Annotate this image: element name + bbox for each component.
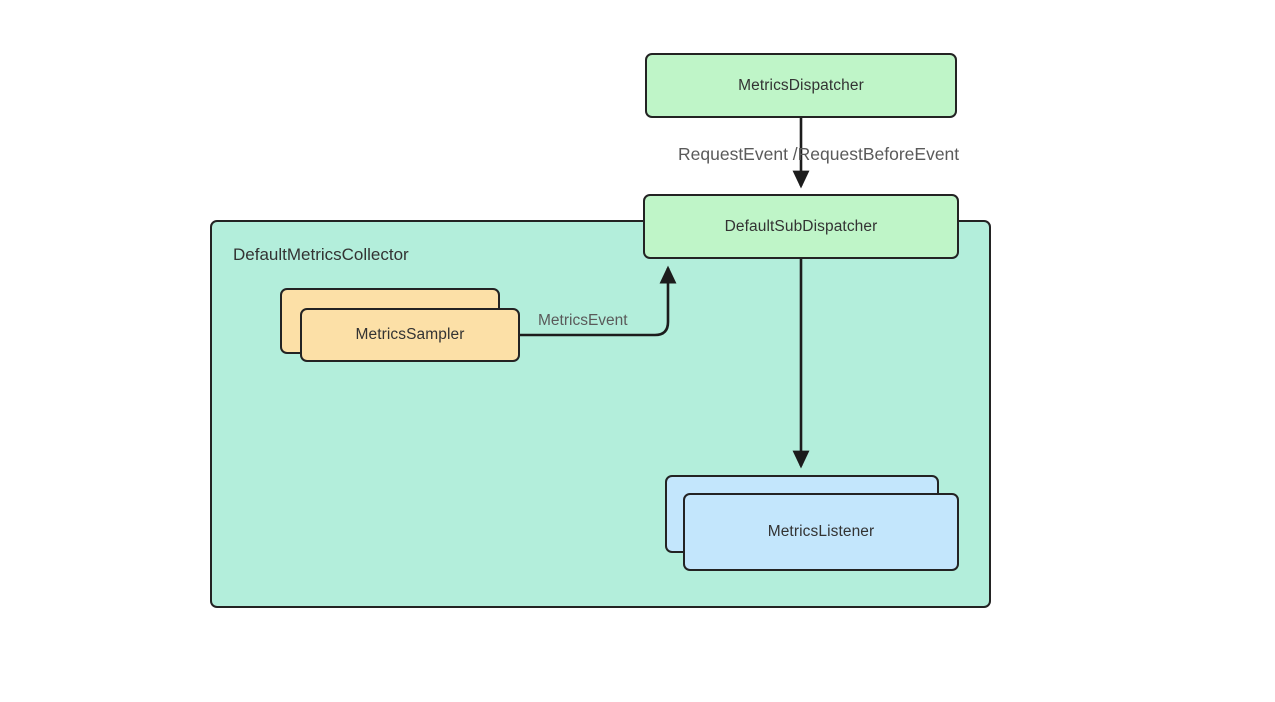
container-label: DefaultMetricsCollector xyxy=(233,245,409,264)
edge-label-request-event: RequestEvent /RequestBeforeEvent xyxy=(678,144,960,164)
node-metrics-sampler-label: MetricsSampler xyxy=(355,326,465,343)
node-metrics-dispatcher-label: MetricsDispatcher xyxy=(738,76,864,94)
node-metrics-sampler[interactable]: MetricsSampler xyxy=(300,308,520,362)
node-default-sub-dispatcher-label: DefaultSubDispatcher xyxy=(724,217,878,235)
edge-sampler-to-subdispatcher xyxy=(520,265,677,337)
node-metrics-listener-label: MetricsListener xyxy=(767,523,875,540)
edge-label-metrics-event: MetricsEvent xyxy=(538,312,628,329)
node-metrics-listener[interactable]: MetricsListener xyxy=(683,493,959,571)
node-metrics-dispatcher[interactable]: MetricsDispatcher xyxy=(645,53,957,118)
node-default-sub-dispatcher[interactable]: DefaultSubDispatcher xyxy=(643,194,959,259)
